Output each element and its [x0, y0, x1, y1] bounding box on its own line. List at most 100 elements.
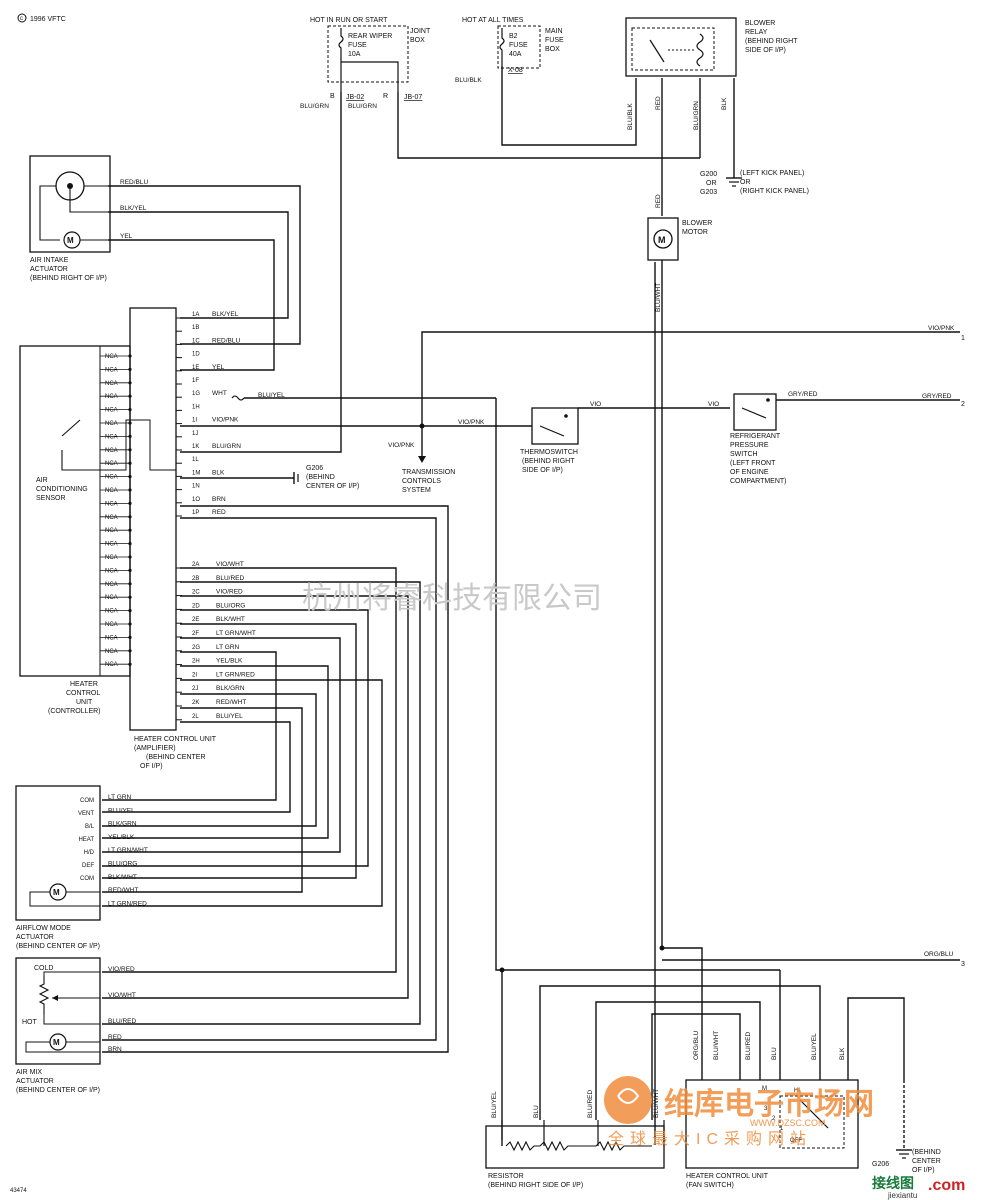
page-id: 43474	[10, 1188, 27, 1194]
connector1-pin: 1B	[192, 325, 199, 331]
refrigerant-switch: VIO GRY/RED REFRIGERANT PRESSURE SWITCH …	[708, 391, 960, 485]
transmission-controls: VIO/PNK TRANSMISSION CONTROLS SYSTEM VIO…	[180, 331, 960, 494]
nca-label: NCA	[105, 635, 118, 641]
joint-box-conn-left: JB-02	[346, 94, 364, 101]
jiexiantu-domain: jiexiantu	[887, 1191, 917, 1200]
airflow-wire-label: BLU/ORG	[108, 861, 137, 868]
relay-wire-3: BLU/GRN	[693, 101, 700, 130]
connector1-wire: YEL	[212, 364, 225, 371]
thermoswitch-wire: VIO	[590, 401, 601, 408]
ground-top-line-3: G203	[700, 189, 717, 196]
connector1-pin: 1H	[192, 404, 200, 410]
blower-motor: RED M BLOWER MOTOR BLU/WHT	[647, 194, 712, 1145]
blower-relay-line-2: RELAY	[745, 29, 768, 36]
blower-relay-line-3: (BEHIND RIGHT	[745, 38, 798, 45]
g206-bottom-desc-1: (BEHIND	[912, 1149, 941, 1156]
nca-label: NCA	[105, 515, 118, 521]
ground-g200-g203: G200 OR G203 (LEFT KICK PANEL) OR (RIGHT…	[700, 170, 809, 196]
g206-bottom-desc-3: OF I/P)	[912, 1167, 935, 1174]
thermoswitch: VIO THERMOSWITCH (BEHIND RIGHT SIDE OF I…	[520, 401, 730, 474]
connector2-wire: LT GRN/RED	[216, 671, 255, 678]
fan-position-label: 2	[772, 1116, 776, 1122]
exit-2-num: 2	[961, 401, 965, 408]
connector1-wire: BLK/YEL	[212, 311, 239, 318]
blower-motor-m-icon: M	[658, 235, 666, 245]
airmix-wire-label: RED	[108, 1034, 122, 1041]
connector2-wire: YEL/BLK	[216, 658, 243, 665]
exit-1-wire: VIO/PNK	[928, 325, 955, 332]
jiexiantu-cn: 接线图	[872, 1175, 914, 1191]
joint-box: HOT IN RUN OR START REAR WIPER FUSE 10A …	[300, 17, 431, 110]
blower-relay-line-4: SIDE OF I/P)	[745, 47, 786, 54]
joint-box-pin-b: B	[330, 93, 335, 100]
main-fuse-line-3: 40A	[509, 51, 522, 58]
connector1-wire: WHT	[212, 390, 227, 397]
connector1-pin: 1C	[192, 338, 200, 344]
connector1-pin: 1N	[192, 484, 200, 490]
g206-mid-desc-1: (BEHIND	[306, 474, 335, 481]
airmix-hot: HOT	[22, 1019, 38, 1026]
joint-box-fuse-line-1: REAR WIPER	[348, 33, 392, 40]
joint-box-label-1: JOINT	[410, 28, 431, 35]
airflow-wire-label: LT GRN/WHT	[108, 847, 148, 854]
fan-wire-label: BLK	[839, 1047, 846, 1060]
joint-box-pin-r: R	[383, 93, 388, 100]
main-fuse-hot-label: HOT AT ALL TIMES	[462, 17, 524, 24]
airflow-wire-label: BLU/YEL	[108, 807, 135, 814]
airflow-pin-label: VENT	[78, 811, 94, 817]
ground-top-desc-2: OR	[740, 179, 751, 186]
connector2-wire: RED/WHT	[216, 699, 246, 706]
nca-label: NCA	[105, 354, 118, 360]
amplifier-line-2: (AMPLIFIER)	[134, 745, 176, 752]
right-exits: VIO/PNK 1 GRY/RED 2 ORG/BLU 3	[662, 325, 965, 968]
connector1-wire: BRN	[212, 496, 226, 503]
airmix-wire-label: VIO/RED	[108, 966, 135, 973]
joint-box-conn-right: JB-07	[404, 94, 422, 101]
air-intake-actuator: M AIR INTAKE ACTUATOR (BEHIND RIGHT OF I…	[29, 155, 301, 371]
airmix-actuator: COLD HOT M AIR MIX ACTUATOR (BEHIND CENT…	[15, 957, 136, 1094]
fan-position-label: M	[762, 1086, 767, 1092]
fan-switch-line-1: HEATER CONTROL UNIT	[686, 1173, 769, 1180]
svg-text:M: M	[53, 888, 60, 897]
exit-1-num: 1	[961, 335, 965, 342]
connector2-wire: BLK/GRN	[216, 685, 245, 692]
jiexiantu-com: .com	[928, 1177, 965, 1194]
airflow-line-1: AIRFLOW MODE	[16, 925, 71, 932]
connector2-wire: BLU/ORG	[216, 602, 245, 609]
refrigerant-line-2: PRESSURE	[730, 442, 769, 449]
airmix-line-3: (BEHIND CENTER OF I/P)	[16, 1087, 100, 1094]
nca-label: NCA	[105, 528, 118, 534]
ground-g206-mid: G206 (BEHIND CENTER OF I/P)	[180, 465, 359, 490]
ac-sensor-line-2: CONDITIONING	[36, 486, 88, 493]
main-fuse-wire: BLU/BLK	[455, 77, 482, 84]
joint-box-wire-right: BLU/GRN	[348, 103, 377, 110]
connector1-pin: 1K	[192, 444, 199, 450]
airmix-cold: COLD	[34, 965, 53, 972]
connector2-pin: 2A	[192, 562, 199, 568]
g206-mid-name: G206	[306, 465, 323, 472]
main-fuse-box-label-2: FUSE	[545, 37, 564, 44]
relay-wire-1: BLU/BLK	[627, 103, 634, 130]
ac-sensor-line-3: SENSOR	[36, 495, 66, 502]
joint-box-fuse-symbol	[338, 28, 399, 92]
blower-motor-wire-out: BLU/WHT	[655, 283, 662, 312]
connector1-wire: BLU/GRN	[212, 443, 241, 450]
g206-bottom-desc-2: CENTER	[912, 1158, 941, 1165]
airflow-wire-label: LT GRN	[108, 794, 132, 801]
main-fuse-conn: X-08	[508, 67, 523, 74]
svg-text:M: M	[53, 1038, 60, 1047]
air-intake-wire-3: YEL	[120, 233, 133, 240]
resistor-wire-label: BLU/RED	[587, 1090, 594, 1118]
connector2-wire: BLU/RED	[216, 575, 244, 582]
airflow-wire-label: LT GRN/RED	[108, 900, 147, 907]
connector2-wire: LT GRN/WHT	[216, 630, 256, 637]
connector1-wire: BLK	[212, 469, 225, 476]
connector1-pin: 1O	[192, 497, 200, 503]
ground-g206-bottom: G206 (BEHIND CENTER OF I/P)	[872, 1080, 941, 1174]
refrigerant-wire-out: GRY/RED	[788, 391, 818, 398]
joint-box-fuse-line-2: FUSE	[348, 42, 367, 49]
joint-box-hot-label: HOT IN RUN OR START	[310, 17, 388, 24]
